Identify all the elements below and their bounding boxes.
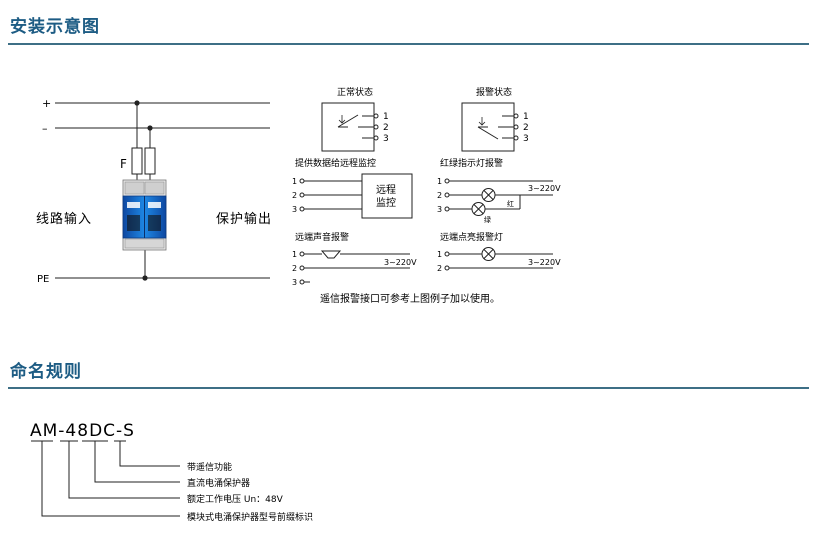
sound-alarm-diagram [299,250,410,285]
lamp-pin-3: 3 [437,205,442,214]
sound-pin-3: 3 [292,278,297,287]
naming-item-4: 模块式电涌保护器型号前缀标识 [187,511,313,523]
sound-pin-1: 1 [292,250,297,259]
light-alarm-title: 远端点亮报警灯 [440,231,503,243]
naming-item-2: 直流电涌保护器 [187,477,250,489]
install-section-title: 安装示意图 [10,17,100,37]
sound-pin-2: 2 [292,264,297,273]
normal-pin-1: 1 [383,112,389,122]
line-in-label: 线路输入 [36,211,92,227]
minus-label: – [42,122,48,135]
signal-note: 遥信报警接口可参考上图例子加以使用。 [320,292,500,305]
light-alarm-diagram [444,247,553,271]
alarm-pin-3: 3 [523,134,529,144]
red-lamp-label: 红 [507,199,514,208]
remote-pin-3: 3 [292,205,297,214]
normal-pin-2: 2 [383,123,389,133]
fuse-label: F [120,157,127,171]
install-section-rule [8,43,809,45]
remote-pin-2: 2 [292,191,297,200]
naming-brackets [31,440,180,517]
model-code: AM-48DC-S [30,421,135,441]
alarm-pin-1: 1 [523,112,529,122]
lamp-alarm-diagram [444,178,553,216]
wiring-diagram [55,102,270,279]
normal-state-diagram [321,102,379,152]
light-voltage-label: 3~220V [528,258,561,267]
plus-label: + [42,97,51,110]
normal-pin-3: 3 [383,134,389,144]
alarm-state-diagram [461,102,519,152]
naming-item-1: 带遥信功能 [187,461,232,473]
normal-state-title: 正常状态 [337,86,373,98]
fuse-right [144,147,156,175]
pe-label: PE [37,274,49,285]
sound-alarm-title: 远端声音报警 [295,231,349,243]
light-pin-2: 2 [437,264,442,273]
naming-item-3: 额定工作电压 Un：48V [187,493,284,505]
remote-monitor-title: 提供数据给远程监控 [295,157,376,169]
remote-pin-1: 1 [292,177,297,186]
lamp-voltage-label: 3~220V [528,184,561,193]
alarm-pin-2: 2 [523,123,529,133]
green-lamp-label: 绿 [484,215,491,224]
lamp-alarm-title: 红绿指示灯报警 [440,157,503,169]
lamp-pin-2: 2 [437,191,442,200]
spd-module [122,179,167,251]
alarm-state-title: 报警状态 [476,86,512,98]
naming-section-rule [8,387,809,389]
remote-monitor-diagram [299,173,413,219]
naming-section-title: 命名规则 [10,362,82,382]
fuse-left [131,147,143,175]
protect-out-label: 保护输出 [216,211,272,227]
light-pin-1: 1 [437,250,442,259]
sound-voltage-label: 3~220V [384,258,417,267]
bus-junction-dots [134,100,153,281]
remote-box-line1: 远程 [376,184,396,196]
remote-box-line2: 监控 [376,196,396,209]
lamp-pin-1: 1 [437,177,442,186]
